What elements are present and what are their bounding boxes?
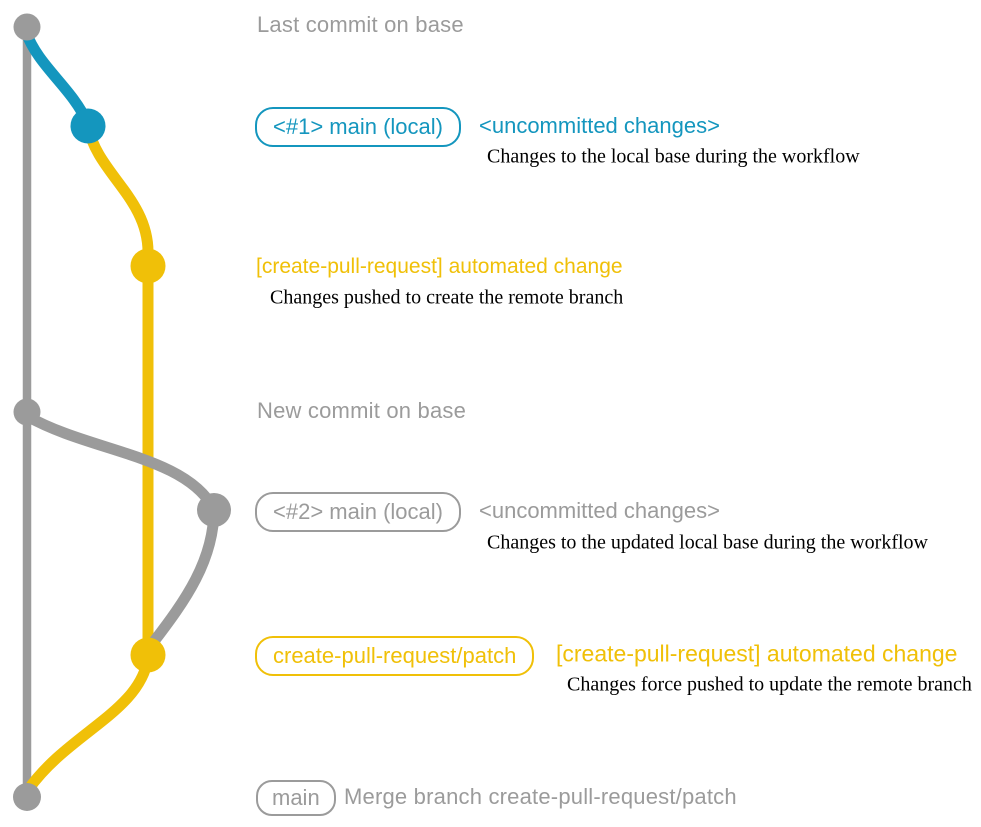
note-updated-local-base-changes: Changes to the updated local base during… [487, 531, 928, 554]
commit-node-new-base [13, 398, 41, 426]
commit-node-local-main-1 [70, 108, 106, 144]
commit-node-local-main-2 [197, 493, 231, 527]
local-main-branch-line [20, 26, 93, 128]
status-uncommitted-1: <uncommitted changes> [479, 113, 720, 138]
note-local-base-changes: Changes to the local base during the wor… [487, 145, 860, 168]
commit-node-merge [13, 783, 41, 811]
commit-node-automated-change-1 [130, 248, 166, 284]
badge-create-pull-request-patch: create-pull-request/patch [255, 636, 535, 676]
remote-branch-line [82, 120, 154, 656]
label-automated-change-2: [create-pull-request] automated change [556, 640, 958, 667]
merge-branch-line [22, 652, 154, 796]
note-force-push-update-branch: Changes force pushed to update the remot… [567, 673, 972, 696]
caption-new-commit: New commit on base [257, 398, 467, 423]
badge-main: main [256, 780, 336, 816]
badge-main-local-1: <#1> main (local) [255, 107, 461, 147]
badge-main-local-2: <#2> main (local) [255, 492, 461, 532]
status-uncommitted-2: <uncommitted changes> [479, 498, 720, 523]
commit-node-last-base [13, 13, 41, 41]
caption-last-commit: Last commit on base [257, 12, 464, 37]
note-push-create-branch: Changes pushed to create the remote bran… [270, 286, 624, 309]
label-automated-change-1: [create-pull-request] automated change [256, 255, 623, 278]
label-merge-message: Merge branch create-pull-request/patch [344, 784, 737, 809]
updated-local-branch-line [21, 410, 220, 650]
commit-node-automated-change-2 [130, 637, 166, 673]
